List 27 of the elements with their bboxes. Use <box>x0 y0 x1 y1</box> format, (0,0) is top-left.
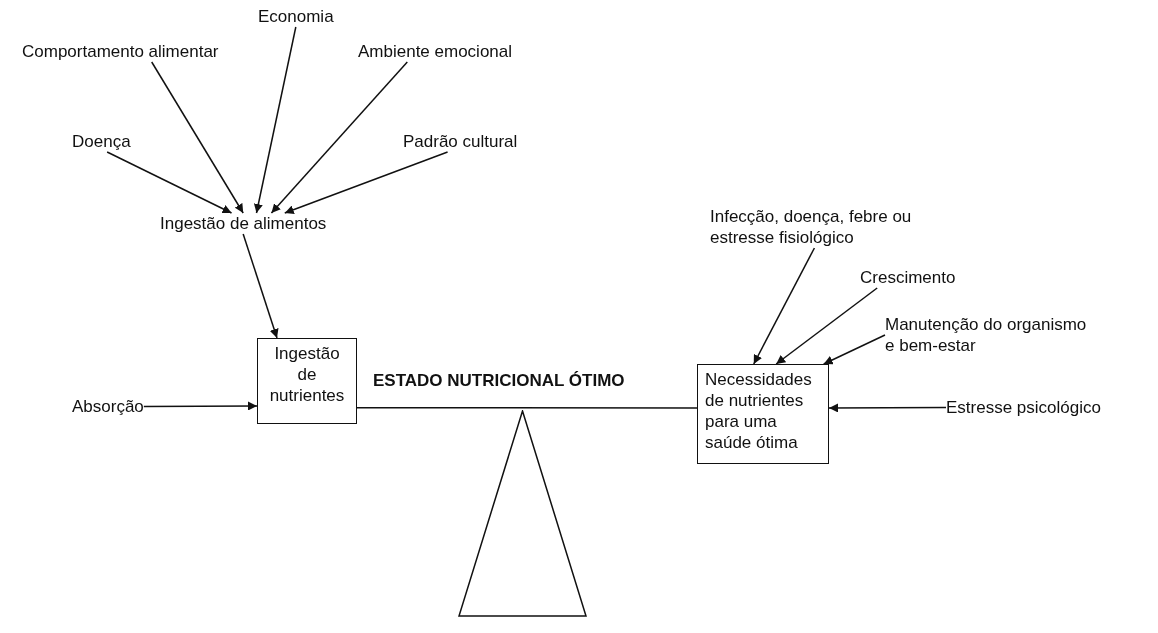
factor-label: Absorção <box>72 396 144 417</box>
factor-label: Ambiente emocional <box>358 41 513 62</box>
arrow <box>150 61 244 214</box>
arrow <box>775 287 878 365</box>
food-intake-label: Ingestão de alimentos <box>160 213 327 234</box>
arrow <box>253 26 297 214</box>
factor-label: Comportamento alimentar <box>22 41 219 62</box>
arrow <box>822 334 886 365</box>
factor-label: Doença <box>72 131 131 152</box>
arrow <box>143 401 258 411</box>
factor-label: Infecção, doença, febre ou estresse fisiológico <box>710 206 942 248</box>
balance-beam <box>356 406 698 409</box>
nutrient-intake-box: Ingestão de nutrientes <box>257 338 357 424</box>
factor-label: Manutenção do organismo e bem-estar <box>885 314 1093 356</box>
arrow <box>106 151 233 214</box>
arrow <box>753 247 816 365</box>
balance-title: ESTADO NUTRICIONAL ÓTIMO <box>373 371 625 391</box>
factor-label: Crescimento <box>860 267 956 288</box>
arrow <box>242 233 279 339</box>
fulcrum-triangle <box>458 410 587 617</box>
factor-label: Estresse psicológico <box>946 397 1101 418</box>
arrow <box>284 151 449 215</box>
factor-label: Economia <box>258 6 334 27</box>
arrow <box>828 403 947 413</box>
arrow <box>270 61 409 214</box>
nutrient-needs-box: Necessidades de nutrientes para uma saúde ótima <box>697 364 829 464</box>
factor-label: Padrão cultural <box>403 131 518 152</box>
